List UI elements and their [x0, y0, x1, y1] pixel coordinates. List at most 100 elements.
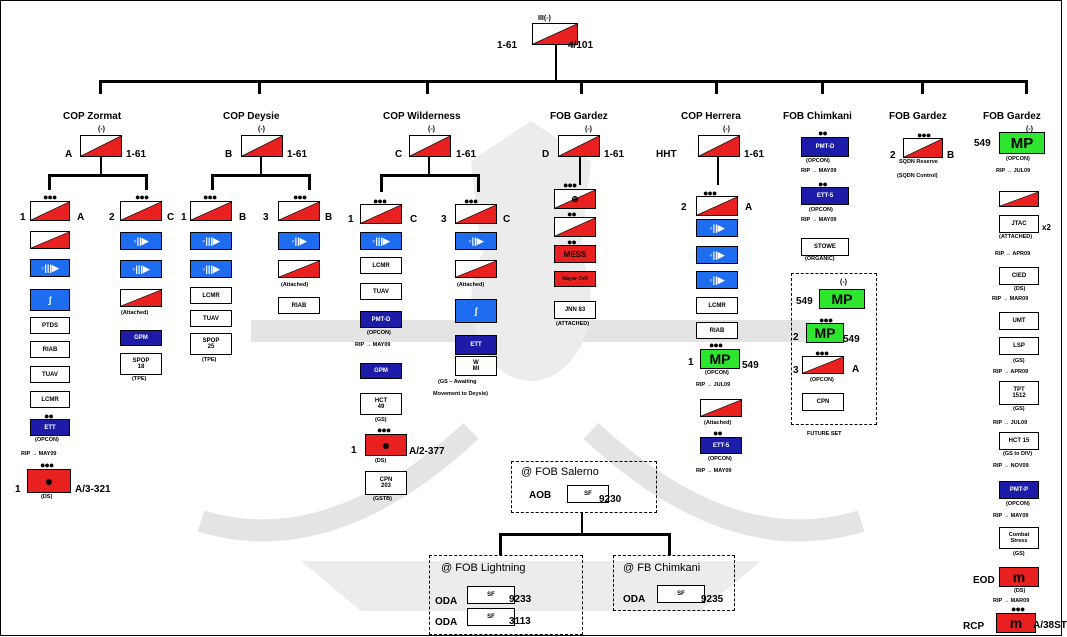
- attached-note: (Attached): [121, 310, 149, 316]
- platoon-company: C: [503, 214, 511, 225]
- unit-number: 1: [351, 445, 357, 456]
- unit-number: 2: [890, 150, 896, 161]
- platoon-dots: ●●●: [815, 348, 829, 358]
- ett-unit: ETT: [455, 335, 497, 355]
- company-size: (-): [98, 126, 105, 133]
- gs-note: (GS): [1013, 358, 1025, 364]
- connector: [499, 533, 671, 536]
- company-size: (-): [428, 126, 435, 133]
- ds-note: (DS): [1014, 588, 1026, 594]
- mp-unit-herrera: MP: [700, 349, 740, 369]
- oda-label: ODA: [623, 594, 646, 605]
- aob-label: AOB: [529, 490, 552, 501]
- connector: [428, 157, 430, 175]
- mi-note: (GS – Awaiting: [438, 379, 477, 385]
- platoon-dots: ●●●: [293, 192, 307, 202]
- opcon-note: (OPCON): [806, 158, 830, 164]
- pmt-p-unit: PMT-P: [999, 481, 1039, 499]
- platoon-number: 1: [20, 212, 26, 223]
- platoon-dots: ●●●: [563, 180, 577, 190]
- mp-unit-549: MP: [819, 289, 865, 309]
- lcmr-unit: LCMR: [360, 257, 402, 274]
- company-symbol-hht: [698, 135, 740, 157]
- connector: [48, 174, 148, 177]
- column-title-wilderness: COP Wilderness: [383, 111, 461, 122]
- future-set-box: [791, 273, 877, 425]
- platoon-number: 2: [681, 202, 687, 213]
- opcon-note: (OPCON): [705, 370, 729, 376]
- opcon-note: (OPCON): [367, 330, 391, 336]
- salerno-box: [511, 461, 657, 513]
- platoon-symbol: [120, 201, 162, 221]
- top-bus: [99, 80, 1027, 83]
- battery-dots: ●●●: [40, 460, 54, 470]
- attached-note: (Attached): [704, 420, 732, 426]
- connector: [308, 174, 311, 190]
- gpm-unit: GPM: [120, 330, 162, 346]
- oda-label: ODA: [435, 596, 458, 607]
- ds-note: (DS): [375, 458, 387, 464]
- platoon-number: 3: [263, 212, 269, 223]
- mp-size: (-): [840, 279, 847, 286]
- platoon-company: A: [745, 202, 753, 213]
- lsp-unit: LSP: [999, 337, 1039, 355]
- drop-6: [821, 80, 824, 94]
- eod-unit: m: [999, 567, 1039, 587]
- company-symbol-c: [409, 135, 451, 157]
- connector: [211, 174, 214, 190]
- rip-note: RIP → MAY09: [801, 217, 837, 223]
- platoon-company: C: [410, 214, 418, 225]
- engineer-unit: ●: [365, 434, 407, 456]
- opcon-note: (OPCON): [1006, 156, 1030, 162]
- team-dots: ●●: [44, 411, 54, 421]
- mp-number: 2: [793, 332, 799, 343]
- opcon-note: (OPCON): [35, 437, 59, 443]
- mp-size: (-): [1026, 126, 1033, 133]
- sf-number: 9235: [701, 594, 724, 605]
- root-left-label: 1-61: [497, 40, 518, 51]
- recon-vehicle: ◦||▶: [278, 232, 320, 250]
- gs-to-div-note: (GS to DIV): [1003, 451, 1033, 457]
- sf-unit: SF: [567, 485, 609, 503]
- company-size: (-): [585, 126, 592, 133]
- salerno-title: @ FOB Salerno: [521, 466, 599, 478]
- cavalry-platoon: [802, 356, 844, 374]
- connector: [581, 513, 583, 535]
- rcp-unit: m: [996, 613, 1036, 633]
- chimkani-sf-title: @ FB Chimkani: [623, 562, 701, 574]
- rip-note: RIP → MAY09: [993, 513, 1029, 519]
- reserve-note: SQDN Reserve: [899, 159, 938, 165]
- drop-5: [715, 80, 718, 94]
- connector: [211, 174, 311, 177]
- company-letter: HHT: [656, 149, 677, 160]
- company-letter: B: [225, 149, 233, 160]
- opcon-note: (OPCON): [809, 207, 833, 213]
- platoon-company: C: [167, 212, 175, 223]
- battery-dots: ●●●: [377, 425, 391, 435]
- rip-note: RIP → MAY09: [355, 342, 391, 348]
- attached-unit: [455, 260, 497, 278]
- platoon-symbol: [190, 201, 232, 221]
- sf-unit: SF: [467, 586, 515, 604]
- lcmr-unit: LCMR: [696, 297, 738, 314]
- connector: [260, 157, 262, 175]
- troop-dots: ●●●: [917, 130, 931, 140]
- rip-note: RIP → APR09: [995, 251, 1031, 257]
- recon-vehicle: ◦|||▶: [360, 232, 402, 250]
- drop-7: [921, 80, 924, 94]
- opcon-note: (OPCON): [1006, 501, 1030, 507]
- opcon-note: (OPCON): [810, 377, 834, 383]
- riab-unit: RIAB: [30, 341, 70, 358]
- sf-number: 3113: [509, 616, 531, 627]
- gpm-unit: GPM: [360, 363, 402, 379]
- company-symbol-a: [80, 135, 122, 157]
- mayor-cell: Mayor Cell: [554, 271, 596, 287]
- unit-parent: B: [947, 150, 955, 161]
- organic-note: (ORGANIC): [805, 256, 835, 262]
- company-parent: 1-61: [287, 149, 308, 160]
- team-dots: ●●: [713, 428, 723, 438]
- attached-note: (Attached): [281, 282, 309, 288]
